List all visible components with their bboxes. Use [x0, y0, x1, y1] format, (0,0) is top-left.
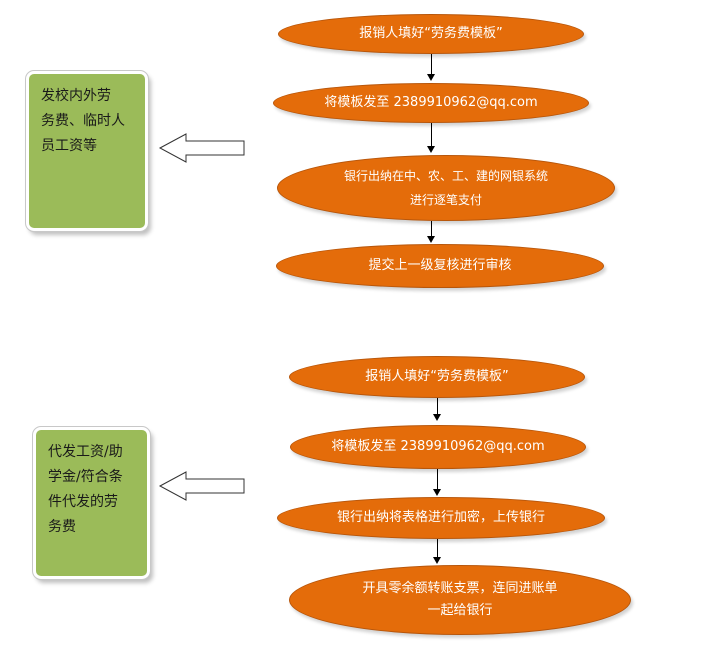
- connector-line: [431, 54, 432, 74]
- step-text-line: 报销人填好“劳务费模板”: [359, 26, 503, 41]
- connector-arrowhead: [433, 557, 441, 564]
- step-text-line: 进行逐笔支付: [409, 193, 482, 207]
- box-text-line: 务费: [48, 519, 76, 535]
- flow-2-category-box: 代发工资/助 学金/符合条 件代发的劳 务费: [32, 426, 151, 580]
- step-text-line: 一起给银行: [427, 603, 493, 618]
- connector-line: [437, 539, 438, 557]
- box-text-line: 学金/符合条: [48, 469, 123, 485]
- flow-1-step-4: 提交上一级复核进行审核: [276, 244, 604, 288]
- box-text-line: 发校内外劳: [41, 88, 111, 104]
- connector-line: [437, 398, 438, 414]
- step-text-line: 银行出纳将表格进行加密，上传银行: [336, 510, 545, 525]
- step-text-line: 银行出纳在中、农、工、建的网银系统: [343, 169, 548, 183]
- box-text-line: 务费、临时人: [41, 113, 125, 129]
- step-text-line: 报销人填好“劳务费模板”: [365, 369, 509, 384]
- step-text-line: 将模板发至 2389910962@qq.com: [324, 95, 538, 110]
- hollow-left-arrow-icon: [158, 133, 245, 163]
- flow-2-step-3: 银行出纳将表格进行加密，上传银行: [277, 497, 605, 539]
- connector-line: [437, 469, 438, 489]
- connector-arrowhead: [427, 146, 435, 153]
- step-text-line: 提交上一级复核进行审核: [368, 258, 512, 273]
- box-text-line: 代发工资/助: [48, 444, 123, 460]
- connector-arrowhead: [433, 489, 441, 496]
- flow-1-step-1: 报销人填好“劳务费模板”: [278, 14, 584, 54]
- flow-2-step-4: 开具零余额转账支票，连同进账单 一起给银行: [289, 565, 631, 635]
- flow-1-category-box: 发校内外劳 务费、临时人 员工资等: [25, 70, 149, 232]
- hollow-left-arrow-icon: [158, 471, 245, 501]
- box-text-line: 员工资等: [41, 138, 97, 154]
- flow-1-step-3: 银行出纳在中、农、工、建的网银系统 进行逐笔支付: [277, 155, 615, 221]
- flow-2-step-2: 将模板发至 2389910962@qq.com: [290, 425, 586, 469]
- connector-line: [431, 123, 432, 146]
- connector-arrowhead: [427, 74, 435, 81]
- step-text-line: 将模板发至 2389910962@qq.com: [331, 439, 545, 454]
- flow-1-step-2: 将模板发至 2389910962@qq.com: [273, 83, 589, 123]
- connector-line: [431, 221, 432, 236]
- connector-arrowhead: [433, 414, 441, 421]
- box-text-line: 件代发的劳: [48, 494, 118, 510]
- flow-2-step-1: 报销人填好“劳务费模板”: [289, 356, 585, 398]
- connector-arrowhead: [427, 236, 435, 243]
- step-text-line: 开具零余额转账支票，连同进账单: [362, 581, 558, 596]
